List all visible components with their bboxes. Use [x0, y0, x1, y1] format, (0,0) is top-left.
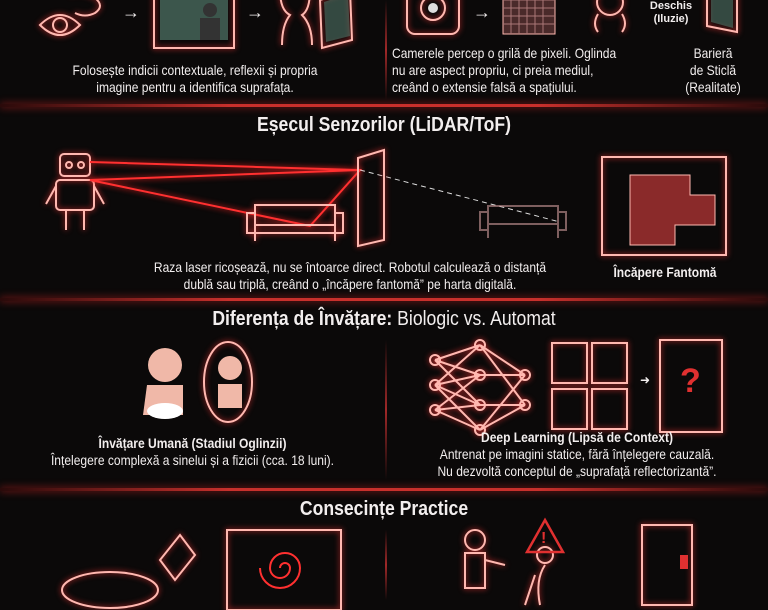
- right-caption: Camerele percep o grilă de pixeli. Oglin…: [392, 45, 617, 95]
- mirror-baby-icon: [203, 341, 253, 423]
- section-divider: [0, 104, 768, 107]
- baby-icon: [143, 348, 183, 419]
- section-divider: [0, 488, 768, 491]
- person-mirror-icon: [279, 0, 354, 50]
- mirror-icon: [357, 148, 385, 248]
- section-divider: [0, 298, 768, 301]
- training-images-icon: [551, 342, 628, 430]
- sensors-title: Eșecul Senzorilor (LiDAR/ToF): [257, 114, 511, 136]
- sofa-icon: [246, 204, 344, 241]
- learning-title: Diferența de Învățare: Biologic vs. Auto…: [212, 308, 556, 330]
- human-learning: Învățare Umană (Stadiul Oglinzii)Înțeleg…: [50, 435, 335, 468]
- arrow-icon: →: [473, 2, 491, 22]
- phantom-room-label: Încăpere Fantomă: [613, 264, 717, 280]
- warning-icon: [524, 517, 566, 554]
- arrow-icon: →: [246, 2, 264, 22]
- robot-head-icon: [594, 0, 626, 33]
- phantom-room-map-icon: [601, 156, 727, 256]
- phantom-sofa-icon: [479, 205, 567, 238]
- divider: [385, 0, 387, 100]
- robot-icon: [45, 153, 105, 230]
- divider: [385, 340, 387, 480]
- sensors-caption: Raza laser ricoșează, nu se întoarce dir…: [153, 259, 547, 292]
- practical-title: Consecințe Practice: [299, 498, 469, 520]
- mirror-reflection-icon: [153, 0, 235, 49]
- warning-mark: !: [541, 530, 547, 547]
- map-swirl-icon: [226, 529, 342, 610]
- unknown-mirror-icon: [659, 339, 723, 433]
- glass-door-icon: [641, 524, 693, 606]
- eye-brain-icon: [38, 0, 101, 36]
- camera-icon: [406, 0, 460, 35]
- neural-network-icon: [429, 339, 531, 436]
- pixel-grid-icon: [502, 0, 556, 35]
- glass-door-icon: [706, 0, 738, 34]
- deep-learning: Deep Learning (Lipsă de Context)Antrenat…: [437, 429, 717, 479]
- illusion-label: Deschis(Iluzie): [649, 0, 693, 25]
- question-mark: ?: [680, 362, 701, 400]
- left-caption: Folosește indicii contextuale, reflexii …: [72, 62, 318, 95]
- arrow-icon: →: [122, 2, 140, 22]
- divider: [385, 530, 387, 600]
- robot-vacuum-icon: [61, 533, 197, 609]
- arrow-icon: ➜: [640, 373, 651, 387]
